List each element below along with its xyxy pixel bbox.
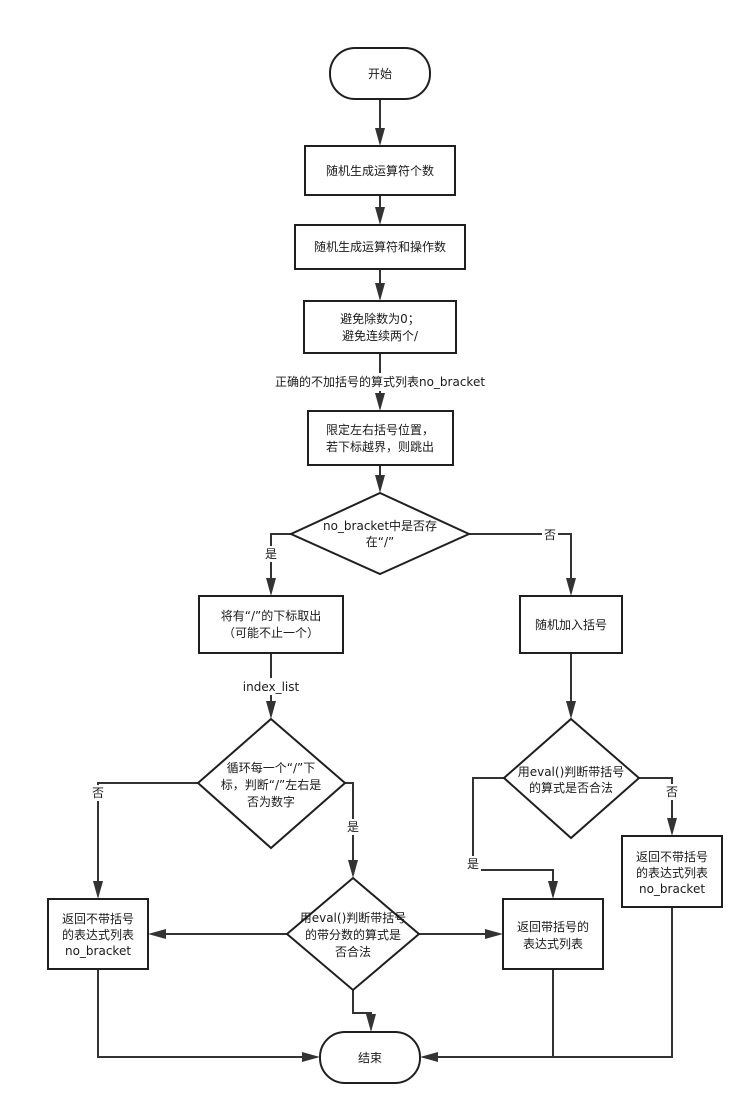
node-gen-count-label: 随机生成运算符个数 bbox=[326, 163, 434, 178]
node-eval-bracket-line-2: 的算式是否合法 bbox=[529, 780, 613, 795]
edge-label-no: 否 bbox=[666, 785, 678, 799]
node-return-no-bracket-left: 返回不带括号 的表达式列表 no_bracket bbox=[47, 898, 149, 970]
node-add-bracket: 随机加入括号 bbox=[519, 595, 623, 654]
arrow-right-icon bbox=[302, 1052, 320, 1062]
edge-label-no: 否 bbox=[544, 528, 556, 542]
node-return-no-bracket-right: 返回不带括号 的表达式列表 no_bracket bbox=[621, 835, 723, 908]
arrow-down-icon bbox=[566, 701, 576, 719]
arrow-down-icon bbox=[548, 881, 558, 899]
edge-label-yes: 是 bbox=[467, 857, 479, 871]
node-start-label: 开始 bbox=[368, 67, 392, 81]
node-return-left-line-2: 的表达式列表 bbox=[62, 927, 134, 942]
node-has-slash-line-2: 在“/” bbox=[366, 535, 394, 549]
arrow-left-icon bbox=[148, 929, 166, 939]
node-avoid-line-2: 避免连续两个/ bbox=[342, 328, 419, 343]
arrow-right-icon bbox=[485, 929, 503, 939]
edge-decision-yes bbox=[270, 533, 291, 586]
node-take-index: 将有“/”的下标取出 （可能不止一个） bbox=[198, 595, 344, 654]
node-eval-fraction-line-3: 否合法 bbox=[335, 944, 371, 959]
node-limit-line-2: 若下标越界，则跳出 bbox=[326, 440, 434, 454]
node-eval-fraction-decision: 用eval()判断带括号 的带分数的算式是 否合法 bbox=[285, 876, 421, 992]
arrow-down-icon bbox=[366, 1014, 376, 1032]
arrow-down-icon bbox=[348, 860, 358, 878]
arrowheads bbox=[93, 128, 677, 1062]
node-return-right-line-1: 返回不带括号 bbox=[636, 849, 708, 864]
node-gen-count: 随机生成运算符个数 bbox=[304, 145, 456, 196]
arrow-down-icon bbox=[375, 207, 385, 225]
arrow-down-icon bbox=[93, 881, 103, 899]
node-avoid-line-1: 避免除数为0； bbox=[340, 311, 420, 326]
node-end: 结束 bbox=[319, 1031, 421, 1084]
node-return-left-line-1: 返回不带括号 bbox=[62, 911, 134, 926]
arrow-down-icon bbox=[266, 701, 276, 719]
node-take-index-line-2: （可能不止一个） bbox=[223, 626, 319, 640]
node-return-right-line-3: no_bracket bbox=[639, 882, 705, 896]
arrow-down-icon bbox=[266, 578, 276, 596]
edge-labels: 正确的不加括号的算式列表no_bracket 是 否 index_list 否 … bbox=[90, 373, 680, 872]
node-gen-ops-label: 随机生成运算符和操作数 bbox=[314, 239, 446, 254]
node-end-label: 结束 bbox=[358, 1051, 382, 1065]
node-loop-check-line-1: 循环每一个“/”下 bbox=[227, 760, 315, 775]
arrow-down-icon bbox=[375, 475, 385, 493]
arrow-down-icon bbox=[375, 393, 385, 411]
edge-label-no: 否 bbox=[92, 786, 104, 800]
node-loop-check-decision: 循环每一个“/”下 标，判断“/”左右是 否为数字 bbox=[196, 717, 347, 850]
node-has-slash-line-1: no_bracket中是否存 bbox=[323, 518, 437, 533]
node-has-slash-decision: no_bracket中是否存 在“/” bbox=[288, 491, 472, 576]
node-add-bracket-label: 随机加入括号 bbox=[535, 617, 607, 632]
edge-loop-yes bbox=[345, 782, 354, 868]
node-eval-bracket-line-1: 用eval()判断带括号 bbox=[518, 764, 625, 779]
edge-loop-no bbox=[97, 782, 198, 889]
edge-label-yes: 是 bbox=[265, 547, 277, 561]
arrow-down-icon bbox=[375, 128, 385, 146]
edge-label-yes: 是 bbox=[347, 820, 359, 834]
node-return-bracket-line-1: 返回带括号的 bbox=[517, 919, 589, 934]
edge-eval-no bbox=[639, 777, 673, 826]
node-avoid: 避免除数为0； 避免连续两个/ bbox=[303, 300, 457, 354]
node-return-bracket-line-2: 表达式列表 bbox=[523, 937, 583, 951]
edge-label-index-list: index_list bbox=[243, 680, 300, 694]
node-eval-fraction-line-2: 的带分数的算式是 bbox=[305, 927, 401, 942]
node-eval-bracket-decision: 用eval()判断带括号 的算式是否合法 bbox=[502, 717, 641, 840]
arrow-down-icon bbox=[667, 818, 677, 836]
node-limit: 限定左右括号位置， 若下标越界，则跳出 bbox=[307, 410, 454, 466]
edge-right-to-end bbox=[430, 907, 673, 1058]
node-limit-line-1: 限定左右括号位置， bbox=[326, 422, 434, 437]
node-return-right-line-2: 的表达式列表 bbox=[636, 865, 708, 880]
edge-decision-no bbox=[469, 533, 572, 586]
node-eval-fraction-line-1: 用eval()判断带括号 bbox=[300, 910, 407, 925]
arrow-left-icon bbox=[420, 1052, 438, 1062]
node-take-index-line-1: 将有“/”的下标取出 bbox=[221, 608, 321, 623]
node-gen-ops: 随机生成运算符和操作数 bbox=[294, 224, 466, 270]
node-return-bracket: 返回带括号的 表达式列表 bbox=[502, 898, 604, 970]
node-loop-check-line-3: 否为数字 bbox=[247, 794, 295, 809]
node-loop-check-line-2: 标，判断“/”左右是 bbox=[221, 777, 321, 792]
edge-left-to-end bbox=[97, 969, 310, 1058]
arrow-down-icon bbox=[566, 578, 576, 596]
edges bbox=[97, 99, 673, 1058]
node-return-left-line-3: no_bracket bbox=[65, 944, 131, 958]
edge-label-no-bracket: 正确的不加括号的算式列表no_bracket bbox=[275, 374, 485, 389]
node-start: 开始 bbox=[329, 47, 431, 100]
arrow-down-icon bbox=[375, 283, 385, 301]
